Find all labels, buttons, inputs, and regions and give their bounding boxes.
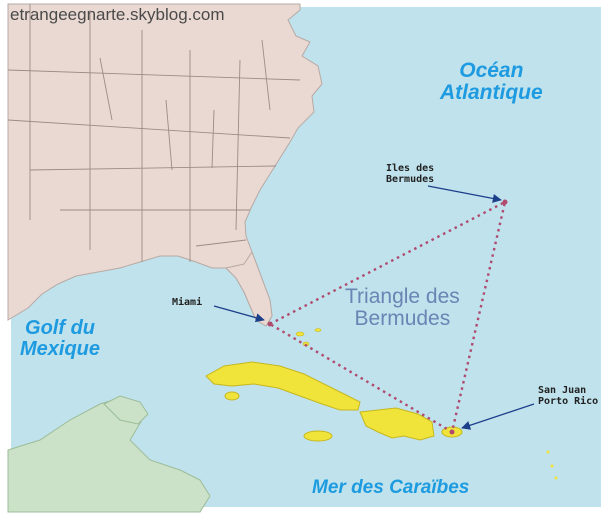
florida: [225, 250, 273, 327]
sanjuan-label-line1: San Juan: [538, 385, 587, 396]
bermuda-label-line2: Bermudes: [386, 173, 435, 185]
atlantic-label-line2: Atlantique: [440, 81, 543, 105]
triangle-title: Triangle des Bermudes: [345, 285, 460, 331]
sanjuan-marker: [449, 429, 455, 435]
gulf-label-line2: Mexique: [20, 338, 101, 360]
gulf-label-line1: Golf du: [25, 317, 95, 339]
sanjuan-label-line2: Porto Rico: [538, 395, 599, 407]
caribbean-sea-label: Mer des Caraïbes: [312, 477, 470, 498]
isla-juventud: [224, 391, 240, 401]
sanjuan-label: San Juan Porto Rico: [538, 385, 599, 407]
watermark: etrangeegnarte.skyblog.com: [10, 5, 225, 24]
bermuda-triangle-outline: [267, 199, 507, 434]
sanjuan-arrow: [461, 403, 535, 430]
jamaica: [303, 430, 333, 442]
yucatan-tip: [103, 395, 149, 425]
bermuda-label-line1: Iles des: [386, 163, 435, 174]
state-borders: [7, 4, 301, 262]
triangle-title-line2: Bermudes: [354, 307, 451, 331]
hispaniola: [359, 407, 435, 441]
triangle-title-line1: Triangle des: [345, 285, 460, 308]
atlantic-ocean-label: Océan Atlantique: [440, 59, 543, 105]
miami-marker: [267, 321, 273, 327]
bermuda-marker: [502, 199, 508, 205]
atlantic-label-line1: Océan: [459, 59, 524, 82]
miami-arrow: [213, 305, 265, 323]
miami-label: Miami: [172, 297, 203, 308]
bermuda-label: Iles des Bermudes: [386, 163, 435, 185]
gulf-of-mexico-label: Golf du Mexique: [20, 318, 100, 360]
cuba: [205, 361, 361, 411]
lesser-antilles: [546, 450, 558, 480]
bermuda-arrow: [427, 185, 502, 203]
